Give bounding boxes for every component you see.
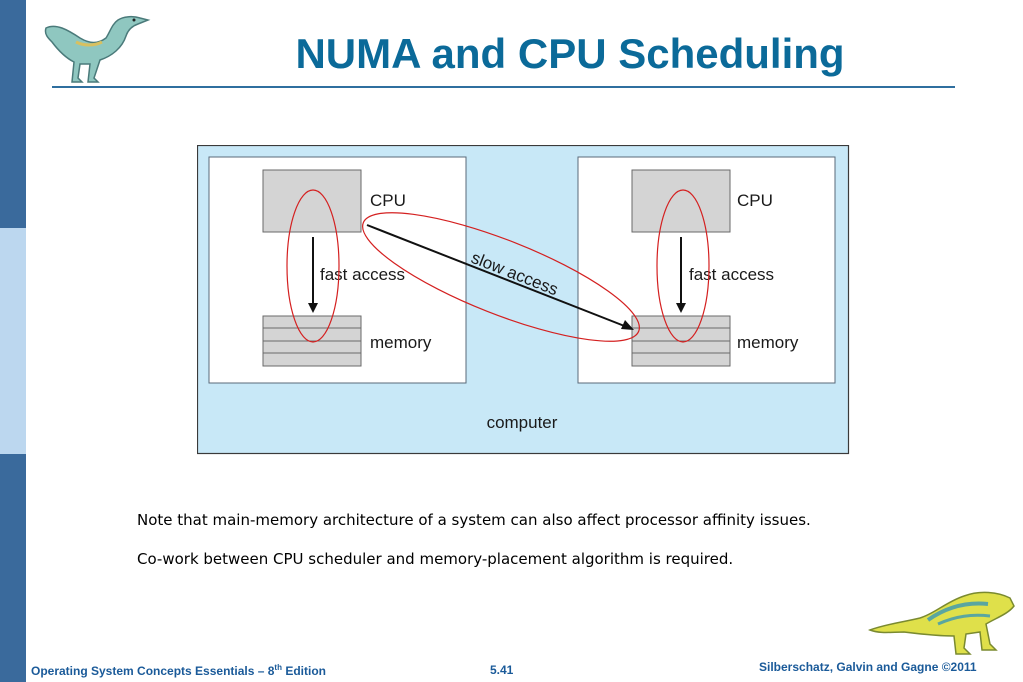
- left-cpu-label: CPU: [370, 191, 406, 210]
- right-highlight-ellipse: [656, 189, 710, 343]
- right-access-label: fast access: [689, 265, 774, 284]
- dinosaur-logo-bottom: [868, 591, 1015, 655]
- right-cpu-box: [631, 169, 731, 233]
- note-line-2: Co-work between CPU scheduler and memory…: [137, 550, 734, 568]
- sidebar-bar: [0, 0, 26, 682]
- slow-access-highlight-ellipse: [362, 212, 640, 342]
- slow-access-arrow-head: [621, 320, 634, 330]
- slow-access-arrow: [366, 224, 628, 328]
- dinosaur-logo-top: [44, 15, 151, 83]
- right-cpu-label: CPU: [737, 191, 773, 210]
- note-line-1: Note that main-memory architecture of a …: [137, 511, 811, 529]
- computer-label: computer: [487, 413, 558, 432]
- footer-copyright: Silberschatz, Galvin and Gagne ©2011: [759, 660, 977, 674]
- left-access-label: fast access: [320, 265, 405, 284]
- left-cpu-box: [262, 169, 362, 233]
- right-memory-stack: [631, 315, 731, 367]
- numa-diagram: CPU fast access memory CPU fast access m…: [197, 145, 850, 455]
- sidebar-highlight: [0, 228, 26, 454]
- left-arrow-head: [308, 303, 318, 313]
- footer-page-number: 5.41: [490, 663, 514, 677]
- left-memory-label: memory: [370, 333, 432, 352]
- left-memory-stack: [262, 315, 362, 367]
- footer-book-sup: th: [274, 663, 282, 672]
- footer-book-edition: Edition: [281, 664, 326, 678]
- title-divider: [52, 86, 955, 88]
- right-arrow-head: [676, 303, 686, 313]
- footer-book-title: Operating System Concepts Essentials – 8…: [31, 663, 326, 678]
- left-highlight-ellipse: [286, 189, 340, 343]
- right-memory-label: memory: [737, 333, 799, 352]
- footer-book-name: Operating System Concepts Essentials – 8: [31, 664, 275, 678]
- slide-title: NUMA and CPU Scheduling: [295, 30, 845, 77]
